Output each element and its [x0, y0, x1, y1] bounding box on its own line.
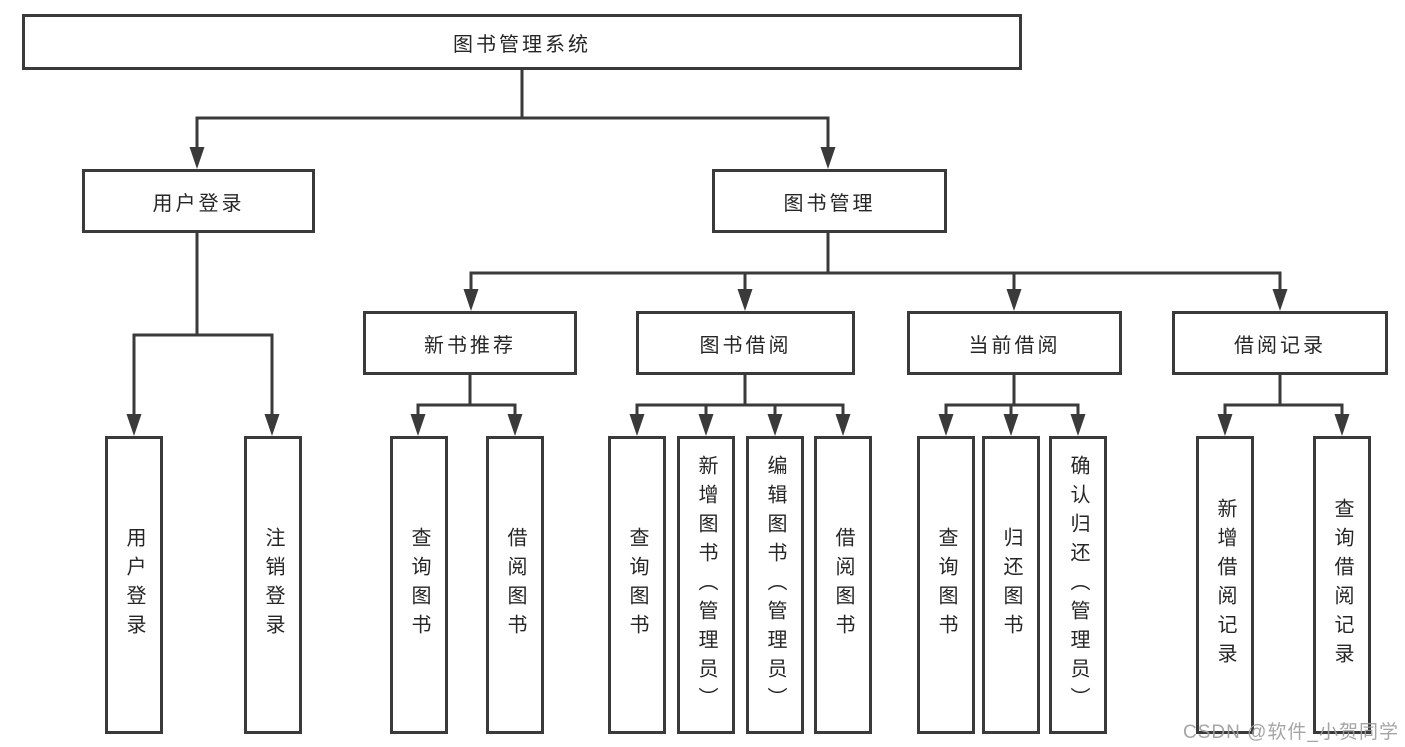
csdn-watermark: CSDN @软件_小贺同学: [1183, 722, 1399, 743]
leaf-bb-borrow-book: 借阅图书: [814, 436, 872, 734]
node-library-management-system: 图书管理系统: [22, 14, 1022, 70]
arrowheads: [126, 147, 1350, 436]
leaf-cb-query-book: 查询图书: [917, 436, 975, 734]
leaf-bb-add-book-admin: 新增图书（管理员）: [677, 436, 735, 734]
leaf-br-add-record: 新增借阅记录: [1196, 436, 1254, 734]
node-user-login: 用户登录: [82, 169, 315, 233]
leaf-bb-edit-book-admin: 编辑图书（管理员）: [746, 436, 804, 734]
leaf-user-login: 用户登录: [105, 436, 163, 734]
leaf-br-query-record: 查询借阅记录: [1313, 436, 1371, 734]
leaf-logout: 注销登录: [244, 436, 302, 734]
leaf-rec-query-book: 查询图书: [390, 436, 448, 734]
leaf-cb-return-book: 归还图书: [982, 436, 1040, 734]
node-book-borrowing: 图书借阅: [636, 311, 855, 375]
leaf-rec-borrow-book: 借阅图书: [486, 436, 544, 734]
node-borrowing-records: 借阅记录: [1172, 311, 1388, 375]
node-book-management: 图书管理: [712, 169, 947, 233]
leaf-cb-confirm-return-admin: 确认归还（管理员）: [1049, 436, 1107, 734]
node-current-borrowing: 当前借阅: [907, 311, 1122, 375]
leaf-bb-query-book: 查询图书: [608, 436, 666, 734]
node-new-book-recommendation: 新书推荐: [363, 311, 577, 375]
